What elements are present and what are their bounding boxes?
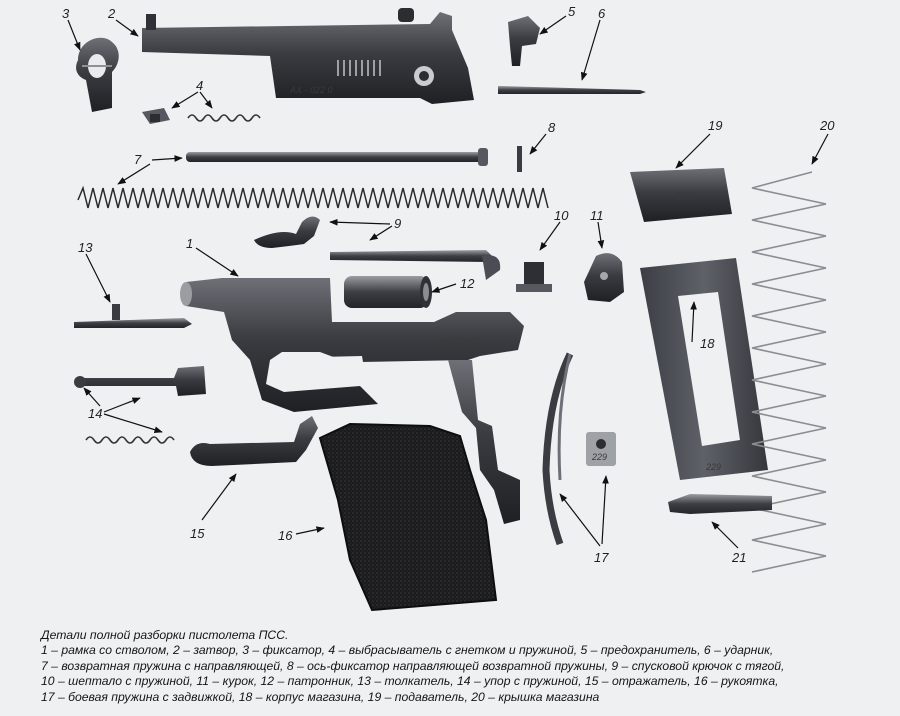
parts-illustration: АХ - 022 0 [62, 4, 835, 612]
label-7: 7 [134, 152, 142, 167]
latch-mark: 229 [591, 452, 607, 462]
part-19-follower: 229 [630, 168, 732, 222]
label-21: 21 [731, 550, 746, 565]
label-10: 10 [554, 208, 569, 223]
part-5-safety [508, 16, 540, 66]
label-14: 14 [88, 406, 102, 421]
label-15: 15 [190, 526, 205, 541]
part-8-pin [517, 146, 522, 172]
part-6-striker [498, 86, 646, 94]
label-5: 5 [568, 4, 576, 19]
label-9: 9 [394, 216, 401, 231]
label-18: 18 [700, 336, 715, 351]
label-11: 11 [590, 208, 604, 223]
label-1: 1 [186, 236, 193, 251]
mag-body-mark: 229 [705, 462, 721, 472]
follower-mark: 229 [675, 192, 691, 202]
part-20-magazine-spring [751, 171, 827, 573]
caption-line-4: 17 – боевая пружина с задвижкой, 18 – ко… [41, 689, 600, 704]
label-19: 19 [708, 118, 722, 133]
slide-serrations [337, 60, 381, 76]
part-4-extractor [142, 108, 261, 124]
part-18-magazine-body: 229 [640, 258, 768, 480]
part-16-grip [318, 422, 498, 612]
part-3-retainer [76, 37, 119, 113]
caption-line-3: 10 – шептало с пружиной, 11 – курок, 12 … [41, 674, 779, 689]
frame-serial-stamp: АХ - 022 0 [437, 336, 481, 346]
caption-title: Детали полной разборки пистолета ПСС. [41, 628, 289, 642]
slide-serial-stamp: АХ - 022 0 [289, 85, 333, 95]
part-7-recoil-spring [77, 185, 549, 209]
label-16: 16 [278, 528, 293, 543]
label-8: 8 [548, 120, 556, 135]
part-7-guide-rod [186, 148, 488, 166]
caption-line-1: 1 – рамка со стволом, 2 – затвор, 3 – фи… [41, 643, 774, 658]
part-number-labels: 3 2 4 5 6 7 8 9 10 11 1 12 13 14 15 16 1… [62, 4, 835, 565]
figure-caption: Детали полной разборки пистолета ПСС. 1 … [41, 628, 891, 705]
part-10-sear [516, 262, 552, 292]
label-17: 17 [594, 550, 609, 565]
part-13-pusher [74, 304, 192, 328]
label-20: 20 [819, 118, 835, 133]
caption-line-2: 7 – возвратная пружина с направляющей, 8… [41, 658, 785, 673]
label-4: 4 [196, 78, 203, 93]
part-11-hammer [584, 253, 624, 302]
part-17-mainspring: 229 [542, 352, 616, 546]
label-2: 2 [107, 6, 116, 21]
part-1-frame: АХ - 022 0 [180, 278, 524, 524]
part-14-stop [74, 366, 206, 444]
label-3: 3 [62, 6, 70, 21]
part-9-trigger [254, 216, 501, 280]
label-12: 12 [460, 276, 475, 291]
leader-arrows [67, 15, 829, 549]
label-6: 6 [598, 6, 606, 21]
part-15-ejector [190, 416, 318, 466]
part-21-magazine-cover [668, 494, 772, 514]
part-12-chamber [344, 276, 432, 308]
label-13: 13 [78, 240, 93, 255]
part-2-slide: АХ - 022 0 [142, 8, 474, 104]
